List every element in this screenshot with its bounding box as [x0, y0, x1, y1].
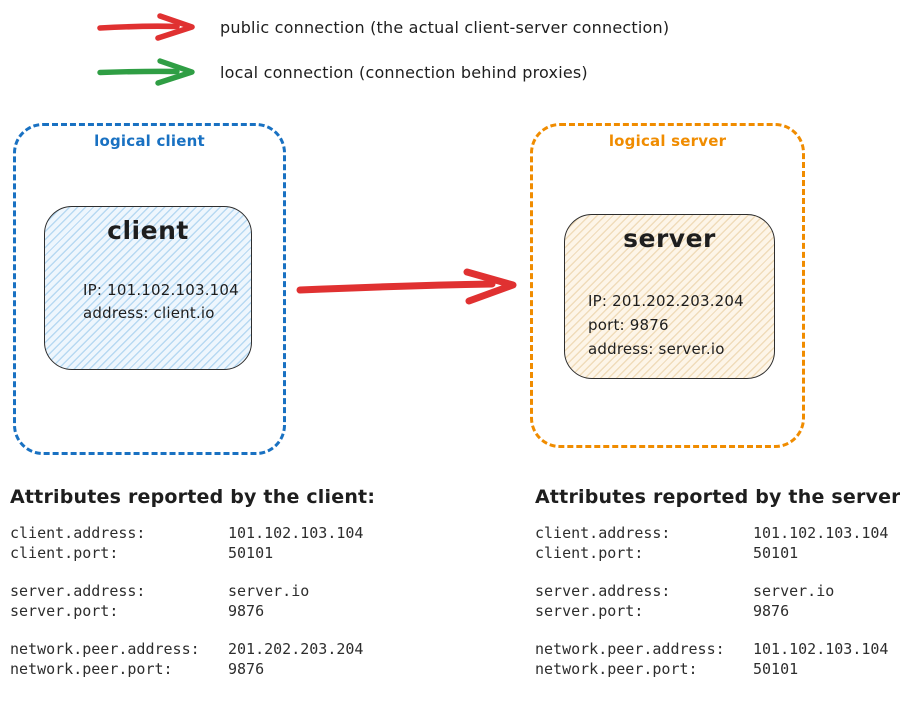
server-node-details: IP: 201.202.203.204 port: 9876 address: …	[588, 289, 744, 361]
legend-label-local-connection: local connection (connection behind prox…	[220, 62, 588, 82]
attr-row: server.port: 9876	[535, 602, 900, 622]
client-attributes-title: Attributes reported by the client:	[10, 486, 376, 508]
local-connection-arrow-icon	[97, 58, 195, 86]
client-node-details: IP: 101.102.103.104 address: client.io	[83, 279, 239, 325]
attr-row: server.address: server.io	[10, 582, 410, 602]
attr-value: server.io	[228, 582, 310, 600]
attr-key: network.peer.port:	[10, 659, 173, 678]
logical-client-label: logical client	[94, 132, 205, 150]
legend-item-public-connection: public connection (the actual client-ser…	[97, 10, 669, 44]
attr-value: 201.202.203.204	[228, 640, 364, 658]
server-address-line: address: server.io	[588, 340, 725, 358]
legend-label-public-connection: public connection (the actual client-ser…	[220, 17, 670, 37]
attr-value: 50101	[228, 543, 274, 562]
attr-row: client.port: 50101	[10, 544, 410, 564]
attr-row: client.address: 101.102.103.104	[10, 524, 410, 544]
attr-row: client.address: 101.102.103.104	[535, 524, 900, 544]
attr-key: network.peer.address:	[535, 640, 725, 658]
client-attributes-panel: Attributes reported by the client: clien…	[10, 486, 410, 698]
logical-server-label: logical server	[608, 132, 727, 150]
attr-key: server.port:	[535, 601, 644, 620]
attr-row: server.port: 9876	[10, 602, 410, 622]
attr-value: server.io	[753, 582, 835, 600]
client-address-line: address: client.io	[83, 304, 215, 322]
server-attributes-title: Attributes reported by the server:	[535, 486, 900, 508]
client-attr-group-client: client.address: 101.102.103.104 client.p…	[10, 524, 410, 563]
attr-key: server.address:	[535, 582, 671, 600]
client-to-server-public-connection-arrow	[296, 268, 517, 305]
server-port-line: port: 9876	[588, 316, 669, 334]
attr-row: client.port: 50101	[535, 544, 900, 564]
attr-key: client.port:	[10, 543, 119, 562]
server-attr-group-server: server.address: server.io server.port: 9…	[535, 582, 900, 621]
logical-server-group: logical server server IP: 201.202.203.20…	[530, 123, 805, 448]
attr-value: 50101	[753, 659, 799, 678]
attr-key: network.peer.port:	[535, 659, 698, 678]
server-node-title: server	[623, 224, 716, 253]
client-attr-group-network-peer: network.peer.address: 201.202.203.204 ne…	[10, 640, 410, 679]
attr-key: server.port:	[10, 601, 119, 620]
attr-key: network.peer.address:	[10, 640, 200, 658]
server-attr-group-client: client.address: 101.102.103.104 client.p…	[535, 524, 900, 563]
attr-value: 101.102.103.104	[228, 524, 364, 542]
attr-row: network.peer.address: 201.202.203.204	[10, 640, 410, 660]
client-attr-group-server: server.address: server.io server.port: 9…	[10, 582, 410, 621]
attr-row: server.address: server.io	[535, 582, 900, 602]
attr-key: server.address:	[10, 582, 146, 600]
attr-value: 101.102.103.104	[753, 524, 889, 542]
attr-key: client.port:	[535, 543, 644, 562]
public-connection-arrow-icon	[97, 13, 195, 41]
attr-key: client.address:	[10, 524, 146, 542]
attr-row: network.peer.port: 9876	[10, 660, 410, 680]
attr-key: client.address:	[535, 524, 671, 542]
client-node: client IP: 101.102.103.104 address: clie…	[44, 206, 252, 370]
attr-value: 50101	[753, 543, 799, 562]
client-node-title: client	[107, 216, 189, 245]
server-attributes-panel: Attributes reported by the server: clien…	[535, 486, 900, 698]
attr-value: 9876	[228, 659, 265, 678]
attr-value: 9876	[753, 601, 790, 620]
logical-client-group: logical client client IP: 101.102.103.10…	[13, 123, 286, 455]
attr-value: 9876	[228, 601, 265, 620]
attr-row: network.peer.address: 101.102.103.104	[535, 640, 900, 660]
attr-row: network.peer.port: 50101	[535, 660, 900, 680]
server-ip-line: IP: 201.202.203.204	[588, 292, 744, 310]
client-ip-line: IP: 101.102.103.104	[83, 281, 239, 299]
server-attr-group-network-peer: network.peer.address: 101.102.103.104 ne…	[535, 640, 900, 679]
attr-value: 101.102.103.104	[753, 640, 889, 658]
server-node: server IP: 201.202.203.204 port: 9876 ad…	[564, 214, 775, 379]
legend-item-local-connection: local connection (connection behind prox…	[97, 55, 588, 89]
